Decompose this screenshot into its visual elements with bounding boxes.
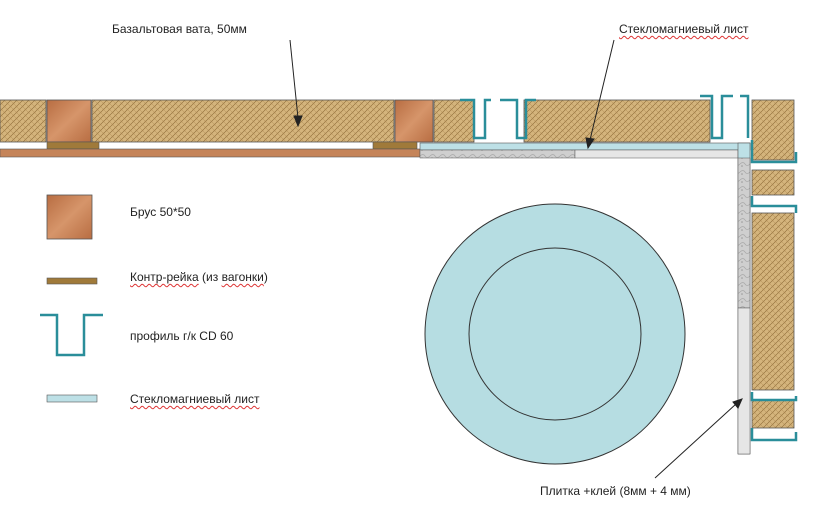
wool-block [751, 99, 795, 161]
wool-block [751, 212, 795, 391]
wool-block [433, 99, 475, 143]
legend-counter-label: Контр-рейка (из вагонки) [130, 270, 268, 284]
counter-batten [46, 141, 100, 150]
wool-block [91, 99, 395, 143]
tile-layer [574, 149, 739, 159]
top-wall [0, 94, 795, 161]
cd-profile [740, 94, 750, 138]
legend-beam-swatch [46, 194, 93, 240]
tile-adhesive-label: Плитка +клей (8мм + 4 мм) [540, 484, 691, 498]
counter-batten [372, 141, 418, 150]
legend-counter-word: Контр-рейка [130, 270, 199, 284]
cd-profile [750, 392, 798, 402]
leader-basalt [289, 39, 299, 119]
wool-block [523, 99, 711, 143]
leader-glass-top [589, 39, 615, 141]
cd-profile [460, 98, 491, 140]
wool-block [751, 169, 795, 196]
wool-block [751, 399, 795, 429]
tile-layer [419, 149, 576, 159]
leader-tile-arrow [732, 398, 743, 409]
cd-profile [750, 196, 798, 213]
beam-section [46, 99, 92, 143]
legend-counter-end: ) [263, 270, 268, 284]
legend-glass-label: Стекломагниевый лист [130, 392, 259, 406]
leader-tile [654, 403, 737, 479]
legend-profile-swatch [40, 313, 103, 357]
cd-profile [750, 140, 798, 164]
glass-sheet-top-text: Стекломагниевый лист [619, 22, 749, 36]
legend [40, 194, 103, 403]
right-wall [737, 140, 798, 455]
legend-profile-label: профиль г/к CD 60 [130, 329, 234, 343]
beam-section [394, 99, 434, 143]
legend-counter-word2: вагонки [221, 270, 264, 284]
leader-basalt-arrow [293, 115, 303, 128]
lining-board [0, 148, 421, 158]
glass-sheet-top-label: Стекломагниевый лист [619, 22, 748, 36]
leader-glass-arrow [585, 137, 595, 150]
tile-layer [737, 157, 751, 309]
cd-profile [700, 94, 733, 140]
wool-block [0, 99, 47, 143]
cd-profile [500, 98, 536, 140]
tile-layer [737, 307, 751, 455]
inner-circle [468, 247, 642, 421]
legend-glass-text: Стекломагниевый лист [130, 392, 260, 406]
glass-magnesium-sheet [419, 142, 751, 151]
legend-beam-label: Брус 50*50 [130, 205, 191, 219]
legend-glass-swatch [46, 394, 98, 403]
cd-profile [750, 428, 798, 442]
legend-counter-swatch [46, 277, 98, 285]
legend-counter-mid: (из [198, 270, 222, 284]
round-element [424, 203, 686, 465]
basalt-wool-label: Базальтовая вата, 50мм [112, 22, 247, 36]
leader-lines [289, 39, 743, 479]
